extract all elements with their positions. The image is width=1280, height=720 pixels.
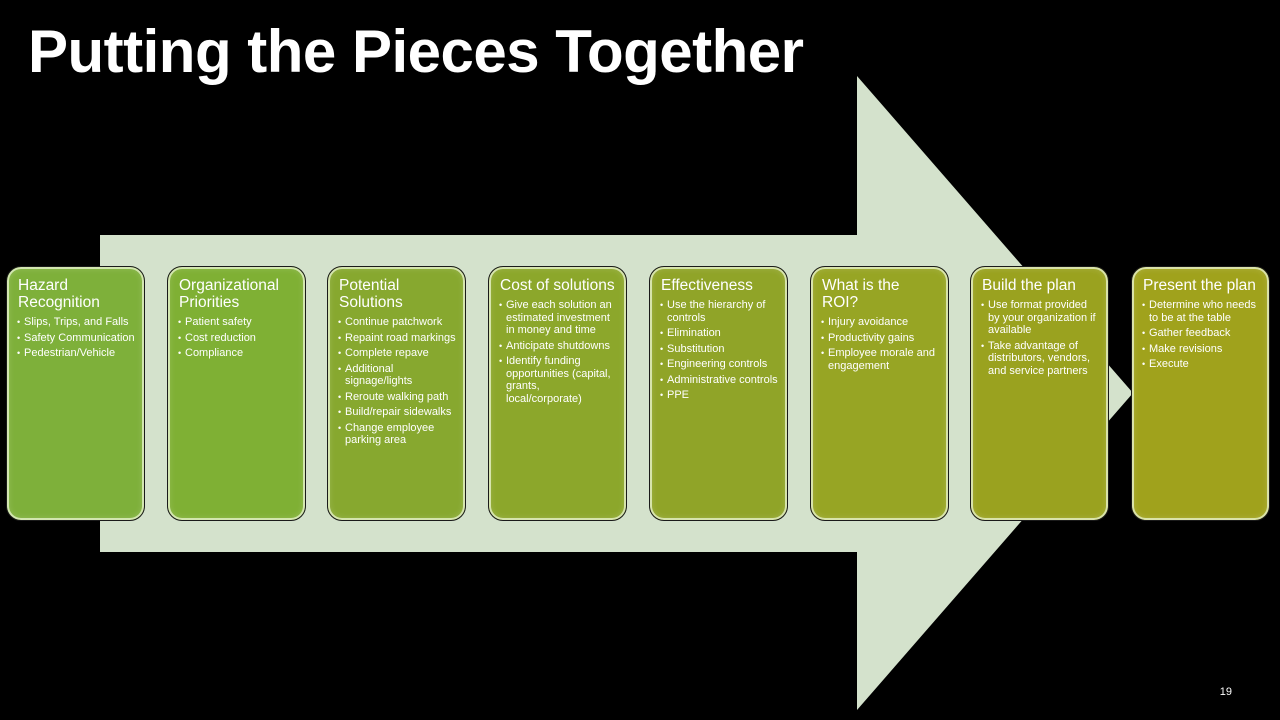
step-card: EffectivenessUse the hierarchy of contro… [649, 266, 788, 521]
step-bullet: Make revisions [1142, 343, 1260, 356]
step-bullet: Safety Communication [17, 332, 135, 345]
step-bullet: Administrative controls [660, 374, 778, 387]
step-title: Hazard Recognition [18, 277, 100, 311]
step-title: Organizational Priorities [179, 277, 279, 311]
slide-title: Putting the Pieces Together [28, 18, 804, 85]
step-card: Present the planDetermine who needs to b… [1131, 266, 1270, 521]
step-title: Build the plan [982, 277, 1076, 294]
step-bullet: Use format provided by your organization… [981, 299, 1099, 337]
step-bullet: Reroute walking path [338, 391, 456, 404]
step-bullet: Execute [1142, 358, 1260, 371]
step-bullet-list: Determine who needs to be at the tableGa… [1142, 299, 1260, 371]
step-bullet: Patient safety [178, 316, 296, 329]
step-bullet: Anticipate shutdowns [499, 340, 617, 353]
step-bullet: Identify funding opportunities (capital,… [499, 355, 617, 405]
step-bullet: Productivity gains [821, 332, 939, 345]
step-bullet: Pedestrian/Vehicle [17, 347, 135, 360]
step-bullet-list: Use the hierarchy of controlsElimination… [660, 299, 778, 402]
step-card: Build the planUse format provided by you… [970, 266, 1109, 521]
step-bullet: Complete repave [338, 347, 456, 360]
step-bullet: Compliance [178, 347, 296, 360]
step-bullet: Repaint road markings [338, 332, 456, 345]
step-bullet: PPE [660, 389, 778, 402]
step-bullet-list: Injury avoidanceProductivity gainsEmploy… [821, 316, 939, 372]
step-card: Cost of solutionsGive each solution an e… [488, 266, 627, 521]
step-bullet-list: Use format provided by your organization… [981, 299, 1099, 378]
step-card: Hazard RecognitionSlips, Trips, and Fall… [6, 266, 145, 521]
page-number: 19 [1219, 686, 1232, 698]
step-bullet: Use the hierarchy of controls [660, 299, 778, 324]
step-title: Cost of solutions [500, 277, 615, 294]
step-bullet: Cost reduction [178, 332, 296, 345]
step-bullet: Elimination [660, 327, 778, 340]
step-card: Potential SolutionsContinue patchworkRep… [327, 266, 466, 521]
step-bullet: Determine who needs to be at the table [1142, 299, 1260, 324]
step-bullet-list: Continue patchworkRepaint road markingsC… [338, 316, 456, 447]
step-title: Present the plan [1143, 277, 1256, 294]
step-bullet-list: Slips, Trips, and FallsSafety Communicat… [17, 316, 135, 360]
step-bullet: Engineering controls [660, 358, 778, 371]
step-card: Organizational PrioritiesPatient safetyC… [167, 266, 306, 521]
step-bullet: Take advantage of distributors, vendors,… [981, 340, 1099, 378]
step-title: What is the ROI? [822, 277, 900, 311]
step-title: Effectiveness [661, 277, 753, 294]
step-card: What is the ROI? Injury avoidanceProducti… [810, 266, 949, 521]
step-bullet: Injury avoidance [821, 316, 939, 329]
step-title: Potential Solutions [339, 277, 403, 311]
step-bullet: Employee morale and engagement [821, 347, 939, 372]
step-bullet-list: Give each solution an estimated investme… [499, 299, 617, 405]
step-bullet: Build/repair sidewalks [338, 406, 456, 419]
step-bullet: Change employee parking area [338, 422, 456, 447]
step-bullet: Additional signage/lights [338, 363, 456, 388]
step-bullet: Give each solution an estimated investme… [499, 299, 617, 337]
step-bullet: Continue patchwork [338, 316, 456, 329]
step-bullet: Substitution [660, 343, 778, 356]
step-bullet: Gather feedback [1142, 327, 1260, 340]
step-bullet-list: Patient safetyCost reductionCompliance [178, 316, 296, 360]
step-bullet: Slips, Trips, and Falls [17, 316, 135, 329]
